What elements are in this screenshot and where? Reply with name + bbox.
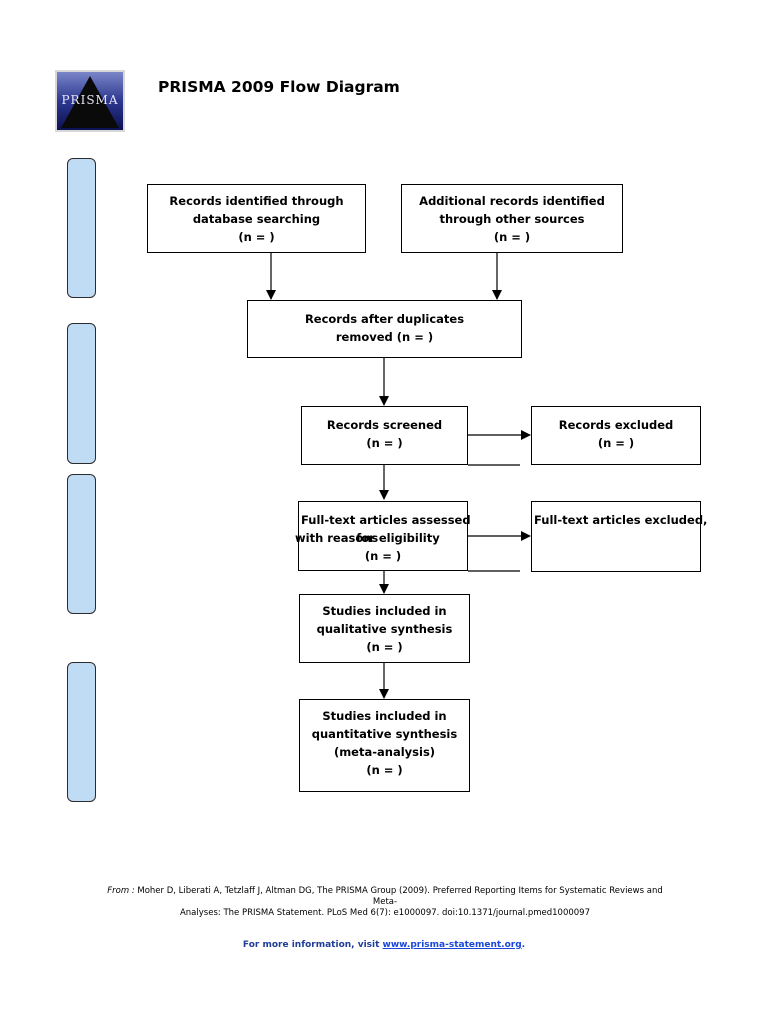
- more-info-line: For more information, visit www.prisma-s…: [0, 940, 768, 950]
- records-database-box: Records identified through database sear…: [147, 184, 366, 253]
- citation-line-3: Analyses: The PRISMA Statement. PLoS Med…: [179, 908, 590, 918]
- records-screened-box: Records screened (n = ): [301, 406, 468, 465]
- records-excluded-box: Records excluded (n = ): [531, 406, 701, 465]
- eligibility-phase-panel: [67, 474, 96, 614]
- citation-from-label: From :: [107, 886, 135, 896]
- citation: From : Moher D, Liberati A, Tetzlaff J, …: [70, 886, 700, 919]
- prisma-logo: PRISMA: [55, 70, 125, 132]
- included-phase-panel: [67, 662, 96, 802]
- records-after-duplicates-box: Records after duplicates removed (n = ): [247, 300, 522, 358]
- citation-line-1: Moher D, Liberati A, Tetzlaff J, Altman …: [134, 886, 663, 896]
- fulltext-overlap-line: with reasons for eligibility: [295, 531, 440, 545]
- more-info-trailing: .: [521, 940, 526, 950]
- screening-phase-panel: [67, 323, 96, 464]
- svg-text:PRISMA: PRISMA: [61, 93, 118, 107]
- quantitative-synthesis-box: Studies included in quantitative synthes…: [299, 699, 470, 792]
- page-title: PRISMA 2009 Flow Diagram: [158, 78, 400, 96]
- qualitative-synthesis-box: Studies included in qualitative synthesi…: [299, 594, 470, 663]
- records-other-sources-box: Additional records identified through ot…: [401, 184, 623, 253]
- fulltext-assessed-box: Full-text articles assessed with reasons…: [295, 501, 471, 571]
- prisma-website-link[interactable]: www.prisma-statement.org: [382, 940, 522, 950]
- more-info-text: For more information, visit: [242, 940, 383, 950]
- citation-line-2: Meta-: [372, 897, 398, 907]
- fulltext-excluded-box: Full-text articles excluded,: [531, 501, 707, 572]
- identification-phase-panel: [67, 158, 96, 298]
